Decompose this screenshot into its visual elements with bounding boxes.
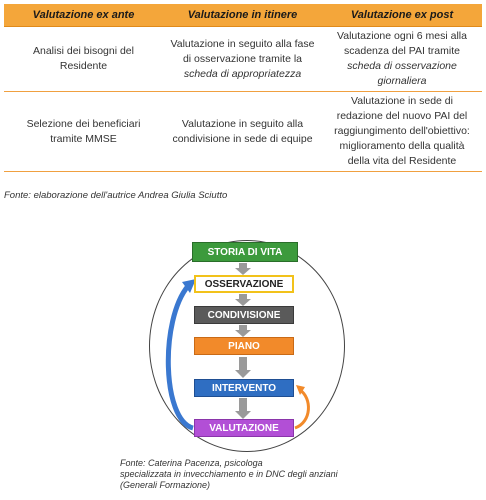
diagram-source-caption: Fonte: Caterina Pacenza, psicologa speci… [120, 458, 380, 491]
feedback-loop-orange-arrowhead [296, 385, 305, 395]
caption-line: specializzata in invecchiamento e in DNC… [120, 469, 338, 479]
cell-italic-text: scheda di appropriatezza [183, 67, 302, 80]
step-piano: PIANO [194, 337, 294, 355]
cell-text: Valutazione in seguito alla fase di osse… [170, 37, 315, 65]
down-arrow-icon [235, 357, 251, 378]
table-source-caption: Fonte: elaborazione dell'autrice Andrea … [4, 190, 228, 201]
feedback-loop-blue-arrowhead [182, 279, 196, 293]
cell-ex-post: Valutazione ogni 6 mesi alla scadenza de… [322, 26, 482, 92]
table-row: Selezione dei beneficiari tramite MMSE V… [4, 91, 482, 172]
cell-in-itinere: Valutazione in seguito alla fase di osse… [163, 26, 322, 92]
header-ex-ante: Valutazione ex ante [4, 4, 163, 27]
step-intervento: INTERVENTO [194, 379, 294, 397]
cell-ex-ante: Analisi dei bisogni del Residente [4, 26, 163, 92]
caption-line: Fonte: Caterina Pacenza, psicologa [120, 458, 263, 468]
down-arrow-icon [235, 325, 251, 337]
step-storia-di-vita: STORIA DI VITA [192, 242, 298, 262]
step-condivisione: CONDIVISIONE [194, 306, 294, 324]
down-arrow-icon [235, 398, 251, 419]
down-arrow-icon [235, 263, 251, 275]
feedback-loop-orange-arrow [294, 388, 310, 430]
evaluation-table: Valutazione ex ante Valutazione in itine… [4, 4, 482, 172]
cell-text: Valutazione ogni 6 mesi alla scadenza de… [337, 30, 467, 57]
feedback-loop-blue-arrow [165, 284, 195, 431]
cell-italic-text: scheda di osservazione giornaliera [347, 60, 457, 87]
step-valutazione: VALUTAZIONE [194, 419, 294, 437]
cell-in-itinere: Valutazione in seguito alla condivisione… [163, 91, 322, 172]
table-row: Analisi dei bisogni del Residente Valuta… [4, 26, 482, 92]
header-in-itinere: Valutazione in itinere [163, 4, 322, 27]
cell-ex-ante: Selezione dei beneficiari tramite MMSE [4, 91, 163, 172]
cell-ex-post: Valutazione in sede di redazione del nuo… [322, 91, 482, 172]
down-arrow-icons [235, 263, 251, 419]
header-ex-post: Valutazione ex post [322, 4, 482, 27]
diagram-circle [149, 240, 345, 452]
step-osservazione: OSSERVAZIONE [194, 275, 294, 293]
caption-line: (Generali Formazione) [120, 480, 211, 490]
down-arrow-icon [235, 294, 251, 306]
